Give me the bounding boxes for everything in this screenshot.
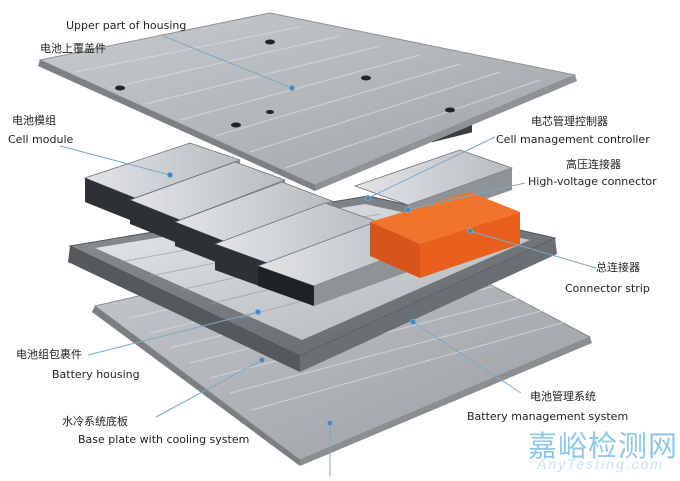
label-cmc-en: Cell management controller bbox=[496, 133, 650, 146]
cell-modules bbox=[83, 142, 514, 306]
label-strip-en: Connector strip bbox=[565, 282, 650, 295]
label-module-zh: 电池模组 bbox=[12, 114, 56, 127]
label-cmc-zh: 电芯管理控制器 bbox=[531, 115, 608, 128]
label-bms-en: Battery management system bbox=[467, 410, 629, 423]
label-upper-en: Upper part of housing bbox=[66, 19, 187, 32]
label-upper-zh: 电池上覆盖件 bbox=[40, 42, 106, 55]
leader-lines bbox=[59, 35, 597, 476]
label-base-zh: 水冷系统底板 bbox=[62, 415, 128, 428]
label-bms-zh: 电池管理系统 bbox=[530, 390, 596, 403]
label-housing-en: Battery housing bbox=[52, 368, 140, 381]
housing-lid bbox=[38, 12, 577, 191]
label-strip-zh: 总连接器 bbox=[596, 261, 640, 274]
label-hv-zh: 高压连接器 bbox=[566, 158, 621, 171]
label-module-en: Cell module bbox=[8, 133, 74, 146]
watermark-en: AnyTesting.com bbox=[537, 456, 665, 472]
label-base-en: Base plate with cooling system bbox=[78, 433, 250, 446]
label-housing-zh: 电池组包裹件 bbox=[16, 348, 82, 361]
watermark-zh: 嘉峪检测网 bbox=[528, 429, 679, 463]
label-hv-en: High-voltage connector bbox=[528, 175, 657, 188]
